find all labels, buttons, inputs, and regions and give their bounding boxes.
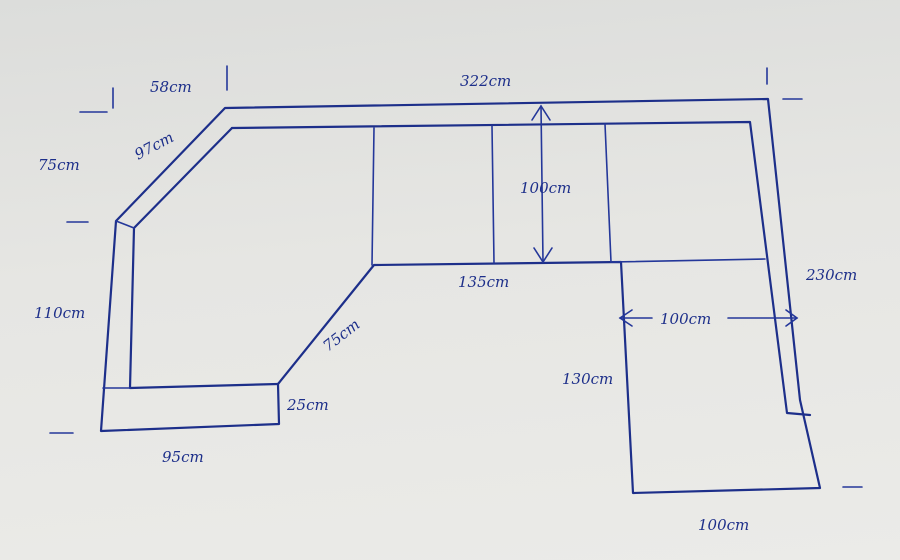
label-left-lower: 110cm [34,304,85,322]
label-diagonal-inner: 75cm [319,315,363,355]
label-bottom-left: 95cm [162,448,204,466]
label-leg-width: 100cm [660,310,711,328]
divider-2 [491,125,495,264]
outer-outline [99,97,822,495]
label-top-total: 322cm [460,72,511,90]
depth-arrow-line [540,105,544,263]
width-arrow-head-left [618,309,633,327]
label-diagonal-outer: 97cm [131,128,176,163]
corner-tick-left [115,220,135,229]
label-top-left: 58cm [150,78,192,96]
inner-left-edge [128,126,280,390]
width-arrow-head-right [785,309,799,327]
divider-1 [371,127,375,266]
depth-arrow-head-top [531,104,551,121]
depth-arrow-head-bottom [533,247,553,264]
label-step-height: 25cm [286,396,329,414]
inner-outline [230,120,812,417]
label-left-upper: 75cm [38,156,80,174]
divider-3 [604,123,612,263]
label-depth: 100cm [520,179,571,197]
label-leg-depth: 130cm [562,370,613,388]
divider-4 [610,258,766,263]
label-bottom-right: 100cm [698,516,749,534]
label-inner-width: 135cm [458,273,509,291]
label-right-total: 230cm [805,266,857,284]
